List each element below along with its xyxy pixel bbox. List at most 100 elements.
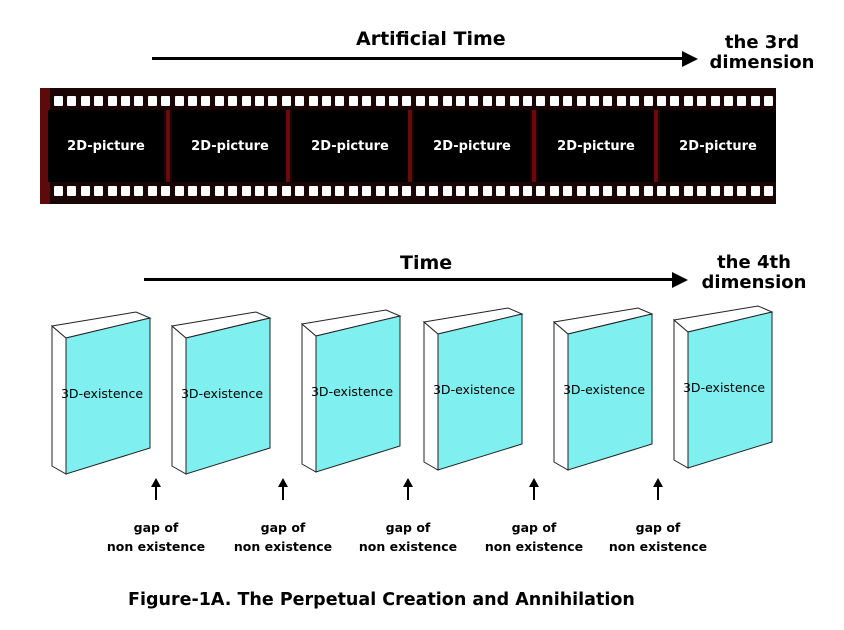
- film-perforation: [375, 186, 385, 196]
- gap-label-line-2: non existence: [233, 539, 333, 554]
- film-perforation: [643, 186, 653, 196]
- film-perforation: [469, 186, 479, 196]
- film-perforation: [214, 186, 224, 196]
- film-perforation: [362, 96, 372, 106]
- film-perforation: [442, 186, 452, 196]
- time-label: Time: [400, 252, 453, 274]
- gap-label-line-1: gap of: [260, 520, 306, 535]
- film-perforation: [697, 186, 707, 196]
- gap-label-line-2: non existence: [608, 539, 708, 554]
- film-frame-label: 2D-picture: [557, 138, 635, 154]
- film-perforation: [590, 186, 599, 196]
- gap-label-line-2: non existence: [106, 539, 206, 554]
- film-perforation: [67, 96, 77, 106]
- existence-box-label: 3D-existence: [310, 384, 394, 399]
- existence-box-top: [422, 307, 524, 335]
- third-dimension-line-2: dimension: [709, 52, 815, 73]
- film-perforation: [750, 96, 760, 106]
- film-perforation: [764, 96, 774, 106]
- film-perforation: [201, 186, 211, 196]
- film-perforation: [724, 96, 733, 106]
- gap-arrow-line: [407, 486, 409, 500]
- film-perforation: [161, 96, 171, 106]
- film-perforation: [683, 96, 693, 106]
- film-perforation: [563, 96, 573, 106]
- fourth-dimension-line-2: dimension: [701, 272, 807, 293]
- gap-label: gap of non existence: [218, 518, 348, 556]
- film-perforation: [241, 186, 251, 196]
- film-perforation: [429, 96, 439, 106]
- film-frame: 2D-picture: [48, 110, 164, 182]
- gap-label-line-1: gap of: [385, 520, 431, 535]
- gap-arrow-head: [529, 478, 539, 487]
- film-frame: 2D-picture: [172, 110, 288, 182]
- film-perforation: [402, 96, 412, 106]
- film-perforation: [750, 186, 760, 196]
- film-frame-separator: [654, 110, 658, 182]
- film-perforation: [643, 96, 653, 106]
- film-perforation: [764, 186, 774, 196]
- film-frame-label: 2D-picture: [433, 138, 511, 154]
- existence-box-label: 3D-existence: [180, 386, 264, 401]
- film-perforation: [710, 186, 720, 196]
- film-perforation: [94, 186, 104, 196]
- gap-arrow-head: [403, 478, 413, 487]
- film-perforation: [536, 186, 546, 196]
- film-perforation: [161, 186, 171, 196]
- film-perforation: [80, 186, 90, 196]
- film-perforation: [523, 96, 532, 106]
- film-frame-separator: [532, 110, 536, 182]
- film-perforation: [188, 186, 197, 196]
- film-perforation: [697, 96, 707, 106]
- film-perforation: [670, 96, 680, 106]
- film-perforation: [603, 96, 613, 106]
- film-perforation: [308, 96, 318, 106]
- film-perforation: [255, 96, 264, 106]
- film-perforation: [268, 96, 278, 106]
- film-perforation: [214, 96, 224, 106]
- film-perforation: [322, 186, 331, 196]
- film-frame-separator: [408, 110, 412, 182]
- film-perforation: [268, 186, 278, 196]
- film-perforation: [415, 186, 425, 196]
- gap-arrow-line: [155, 486, 157, 500]
- film-perforation: [630, 96, 640, 106]
- third-dimension-label: the 3rd dimension: [706, 33, 818, 73]
- film-perforation: [375, 96, 385, 106]
- film-perforation: [188, 96, 197, 106]
- existence-box-top: [50, 311, 152, 339]
- film-perforation: [603, 186, 613, 196]
- film-perforation: [281, 96, 291, 106]
- film-frame-label: 2D-picture: [679, 138, 757, 154]
- film-perforation: [523, 186, 532, 196]
- film-perforation: [402, 186, 412, 196]
- film-perforation: [107, 186, 117, 196]
- existence-box-top: [300, 309, 402, 337]
- film-perforation: [496, 186, 506, 196]
- figure-caption: Figure-1A. The Perpetual Creation and An…: [128, 590, 635, 610]
- fourth-dimension-line-1: the 4th: [717, 252, 791, 273]
- existence-box-label: 3D-existence: [60, 386, 144, 401]
- film-perforation: [228, 186, 238, 196]
- film-perforation: [737, 96, 747, 106]
- film-frame: 2D-picture: [292, 110, 408, 182]
- film-perforation: [509, 96, 519, 106]
- film-perforation: [536, 96, 546, 106]
- film-perforation: [456, 96, 465, 106]
- film-perforation: [442, 96, 452, 106]
- film-perforation: [295, 96, 305, 106]
- film-perforation: [94, 96, 104, 106]
- gap-arrow-line: [533, 486, 535, 500]
- film-perforation: [201, 96, 211, 106]
- film-perforation: [456, 186, 465, 196]
- artificial-time-arrow-head: [682, 51, 698, 67]
- film-perforation: [616, 186, 626, 196]
- film-perforation: [429, 186, 439, 196]
- film-perforation: [322, 96, 331, 106]
- gap-arrow-head: [653, 478, 663, 487]
- film-perforation: [549, 96, 559, 106]
- film-perforation: [616, 96, 626, 106]
- film-perforation: [121, 96, 130, 106]
